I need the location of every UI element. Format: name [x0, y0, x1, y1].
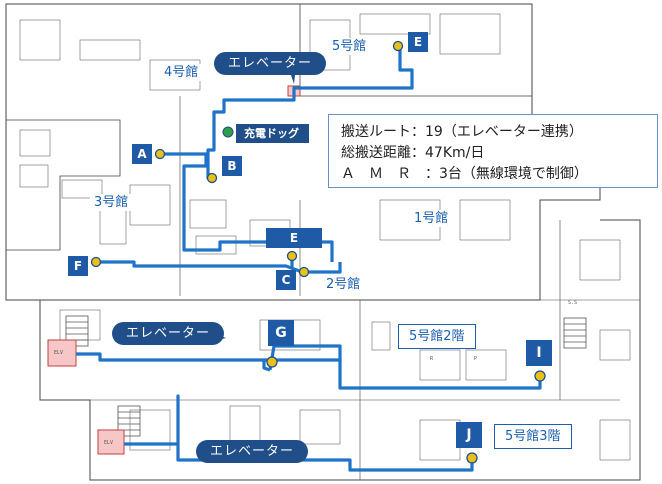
building-4-label: 4号館	[160, 64, 203, 81]
stop-label-g: G	[268, 320, 294, 346]
transport-distance-line: 総搬送距離：47Km/日	[341, 145, 485, 161]
amr-count-line: Ａ Ｍ Ｒ ：3台（無線環境で制御）	[341, 166, 588, 182]
stop-marker-i	[534, 370, 546, 382]
elevator-tag-2f: ELV	[54, 350, 64, 356]
room-tag-p: P	[474, 356, 478, 362]
elevator-callout-4f: エレベーター	[214, 52, 327, 75]
amr-route	[76, 48, 542, 472]
charging-dock-label: 充電ドッグ	[236, 124, 309, 143]
route-count-line: 搬送ルート：19（エレベーター連携）	[341, 124, 583, 140]
stop-marker-e-top	[392, 40, 404, 52]
building-3-label: 3号館	[90, 194, 133, 211]
elevator-shaft-3f	[97, 429, 125, 455]
stop-marker-g	[266, 356, 278, 368]
building-5-label: 5号館	[328, 38, 371, 55]
building-2-label: 2号館	[322, 276, 365, 293]
stop-label-j: J	[456, 422, 482, 448]
staircases	[65, 315, 587, 437]
stop-marker-f	[90, 256, 102, 268]
route-summary-box: 搬送ルート：19（エレベーター連携） 総搬送距離：47Km/日 Ａ Ｍ Ｒ ：3…	[328, 114, 658, 188]
stop-label-e-mid: E	[266, 228, 322, 248]
stop-label-i: I	[526, 340, 552, 366]
stop-label-a: A	[132, 144, 152, 164]
stop-marker-j	[466, 452, 478, 464]
stop-label-b: B	[222, 156, 242, 176]
building-5-floor-2-label: 5号館2階	[398, 324, 476, 349]
stop-label-e-top: E	[408, 32, 428, 52]
stop-marker-c	[298, 266, 310, 278]
stop-markers	[90, 40, 546, 464]
elevator-shaft-2f	[47, 339, 77, 367]
stop-marker-e-mid	[286, 250, 298, 262]
elevator-callout-2f: エレベーター	[112, 322, 225, 345]
charging-dock-marker	[222, 126, 234, 138]
elevator-callout-3f: エレベーター	[196, 440, 309, 463]
machinery-detail	[19, 13, 631, 461]
building-5-floor-3-label: 5号館3階	[494, 424, 572, 449]
building-1-label: 1号館	[410, 210, 453, 227]
stop-label-f: F	[68, 256, 88, 276]
room-tag-ss: S.S	[568, 300, 578, 306]
room-tag-r: R	[430, 356, 434, 362]
stop-marker-b	[206, 172, 218, 184]
stop-marker-a	[154, 148, 166, 160]
stop-label-c: C	[276, 270, 296, 290]
elevator-tag-3f: ELV	[104, 440, 114, 446]
